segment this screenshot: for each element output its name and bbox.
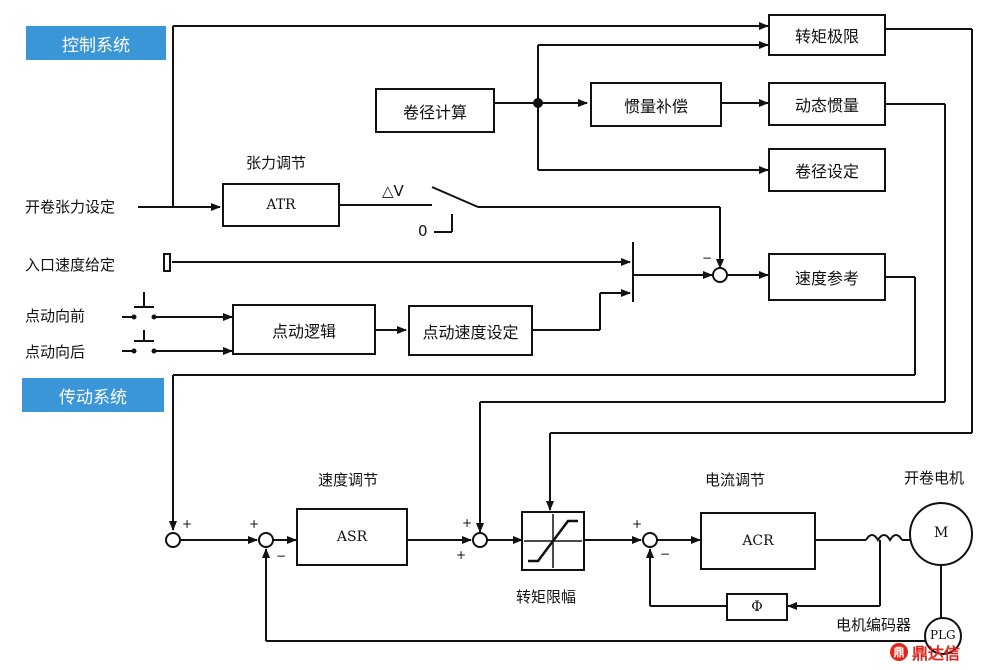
watermark-mark: 鼎 — [890, 643, 908, 661]
jog-speed-setting-block: 点动速度设定 — [408, 305, 533, 356]
entry-speed-terminal — [163, 253, 171, 272]
jog-forward-label: 点动向前 — [25, 307, 86, 325]
speed-reference-block: 速度参考 — [768, 253, 886, 301]
dynamic-inertia-block: 动态惯量 — [768, 82, 886, 126]
unwind-motor-label: 开卷电机 — [904, 469, 965, 487]
drive-system-header: 传动系统 — [22, 378, 164, 412]
sign-minus-asr-fb: − — [276, 549, 287, 563]
tension-regulation-label: 张力调节 — [246, 154, 307, 172]
sign-plus-asr-in: + — [249, 517, 260, 531]
unwind-tension-setting-label: 开卷张力设定 — [25, 198, 116, 216]
torque-limit-block: 转矩极限 — [768, 14, 886, 56]
jog-backward-label: 点动向后 — [25, 343, 86, 361]
motor-symbol — [909, 502, 973, 566]
inertia-comp-block: 惯量补偿 — [590, 82, 722, 127]
acr-block: ACR — [700, 512, 816, 570]
current-regulation-label: 电流调节 — [705, 471, 766, 489]
motor-encoder-label: 电机编码器 — [836, 616, 912, 634]
sign-plus-torque-in: + — [462, 516, 473, 530]
speed-regulation-label: 速度调节 — [318, 471, 379, 489]
jog-logic-block: 点动逻辑 — [232, 304, 376, 355]
zero-label: 0 — [418, 222, 428, 240]
sign-plus-acr-in: + — [632, 517, 643, 531]
atr-block: ATR — [222, 183, 340, 227]
delta-v-label: △V — [382, 182, 404, 200]
watermark-text: 鼎达信 — [912, 644, 961, 663]
sign-minus-speed-ref: − — [702, 251, 713, 265]
plg-label: PLG — [930, 628, 956, 642]
sign-plus-torque-ff: + — [456, 548, 467, 562]
flux-phi-block: Φ — [726, 593, 788, 621]
torque-limiting-label: 转矩限幅 — [516, 588, 577, 606]
sign-plus-ref-in: + — [182, 517, 193, 531]
sign-minus-acr-fb: − — [660, 547, 671, 561]
diameter-setting-block: 卷径设定 — [768, 148, 886, 192]
encoder-symbol — [924, 617, 962, 655]
entry-speed-given-label: 入口速度给定 — [25, 256, 116, 274]
torque-limiter-block — [521, 511, 585, 571]
motor-label: M — [934, 525, 949, 541]
control-system-header: 控制系统 — [26, 26, 166, 60]
watermark-logo: 鼎 鼎达信 — [890, 640, 980, 664]
asr-block: ASR — [296, 508, 408, 566]
diameter-calc-block: 卷径计算 — [375, 88, 495, 133]
